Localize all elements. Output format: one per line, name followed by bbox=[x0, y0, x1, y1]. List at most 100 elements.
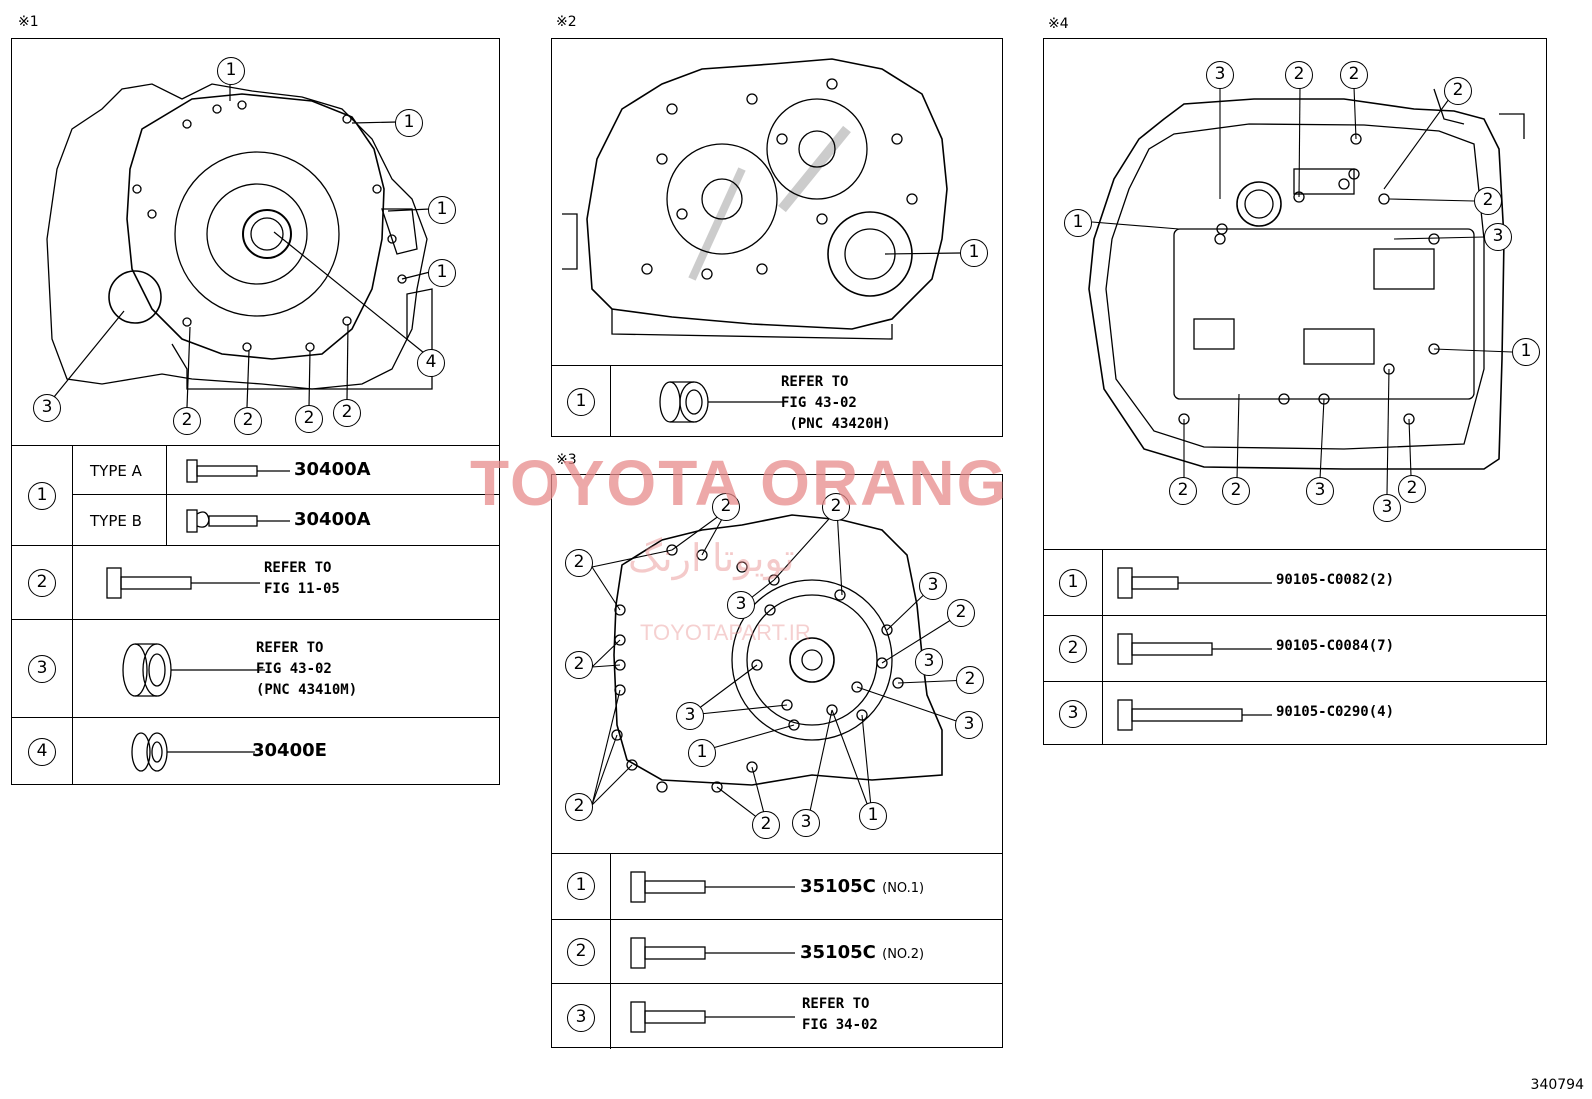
part-number-90105-c0290: 90105-C0290(4) bbox=[1276, 704, 1395, 720]
callout-s1-2d: 2 bbox=[333, 399, 361, 427]
refer-text-s2-1: REFER TO FIG 43-02 (PNC 43420H) bbox=[781, 374, 891, 432]
valve-body-drawing-4 bbox=[1088, 86, 1525, 495]
callout-s4-2b: 2 bbox=[1340, 61, 1368, 89]
callout-s3-2d: 2 bbox=[947, 599, 975, 627]
callout-s4-2g: 2 bbox=[1398, 475, 1426, 503]
callout-s3-2a: 2 bbox=[565, 549, 593, 577]
callout-s3-2e: 2 bbox=[565, 651, 593, 679]
watermark-persian: تویوتا ارنگ bbox=[628, 538, 795, 580]
callout-s4-2c: 2 bbox=[1444, 77, 1472, 105]
legend-num-s2-1: 1 bbox=[567, 388, 595, 416]
bolt-icon bbox=[1117, 567, 1272, 599]
bolt-icon bbox=[630, 1001, 795, 1033]
legend-num-s3-2: 2 bbox=[567, 938, 595, 966]
legend-row-3: 3 REFER TO FIG 43-02 (PNC 43410M) bbox=[12, 619, 499, 717]
callout-s1-2a: 2 bbox=[173, 407, 201, 435]
callout-s1-4: 4 bbox=[417, 349, 445, 377]
part-number-90105-c0084: 90105-C0084(7) bbox=[1276, 638, 1395, 654]
callout-s3-1a: 1 bbox=[688, 739, 716, 767]
callout-s4-2d: 2 bbox=[1474, 187, 1502, 215]
legend-row-4: 4 30400E bbox=[12, 717, 499, 785]
callout-s4-3b: 3 bbox=[1484, 223, 1512, 251]
callout-s3-3a: 3 bbox=[919, 572, 947, 600]
legend-row-s3-3: 3 REFER TO FIG 34-02 bbox=[552, 983, 1002, 1049]
callout-s3-2g: 2 bbox=[565, 793, 593, 821]
legend-row-s2-1: 1 REFER TO FIG 43-02 (PNC 43420H) bbox=[552, 365, 1002, 437]
legend-num-s4-1: 1 bbox=[1059, 569, 1087, 597]
callout-s1-2c: 2 bbox=[295, 405, 323, 433]
legend-row-s4-3: 3 90105-C0290(4) bbox=[1044, 681, 1546, 745]
callout-s1-1b: 1 bbox=[395, 109, 423, 137]
legend-num-4: 4 bbox=[28, 738, 56, 766]
legend-row-s3-2: 2 35105C (NO.2) bbox=[552, 919, 1002, 983]
callout-s4-3c: 3 bbox=[1306, 477, 1334, 505]
legend-num-2: 2 bbox=[28, 569, 56, 597]
legend-num-s4-3: 3 bbox=[1059, 700, 1087, 728]
legend-num-1: 1 bbox=[28, 482, 56, 510]
transaxle-housing-drawing-2 bbox=[562, 58, 961, 340]
callout-s3-3f: 3 bbox=[792, 809, 820, 837]
part-number-35105c-no1: 35105C (NO.1) bbox=[800, 876, 925, 897]
transaxle-housing-drawing-1 bbox=[46, 83, 433, 408]
legend-row-2: 2 REFER TO FIG 11-05 bbox=[12, 545, 499, 619]
legend-row-s3-1: 1 35105C (NO.1) bbox=[552, 853, 1002, 919]
callout-s1-3: 3 bbox=[33, 394, 61, 422]
watermark-text: TOYOTA ORANG bbox=[470, 447, 1009, 519]
bolt-icon bbox=[1117, 633, 1272, 665]
callout-s3-3d: 3 bbox=[676, 702, 704, 730]
panel-section-3: 2 2 2 3 3 3 2 2 3 2 3 2 2 1 1 3 1 35105C… bbox=[551, 474, 1003, 1049]
part-number-30400a-type-b: 30400A bbox=[294, 509, 371, 530]
callout-s4-3d: 3 bbox=[1373, 494, 1401, 522]
callout-s3-3c: 3 bbox=[915, 648, 943, 676]
callout-s1-1c: 1 bbox=[428, 196, 456, 224]
legend-row-s4-1: 1 90105-C0082(2) bbox=[1044, 549, 1546, 615]
callout-s3-2c: 2 bbox=[822, 493, 850, 521]
type-b-label: TYPE B bbox=[90, 512, 142, 530]
oil-seal-icon bbox=[659, 381, 784, 423]
bolt-icon bbox=[106, 567, 260, 599]
callout-s4-2a: 2 bbox=[1285, 61, 1313, 89]
panel-section-2: 1 1 REFER TO FIG 43-02 (PNC 43420H) bbox=[551, 38, 1003, 437]
legend-row-s4-2: 2 90105-C0084(7) bbox=[1044, 615, 1546, 681]
part-number-35105c-no2: 35105C (NO.2) bbox=[800, 942, 925, 963]
callout-s3-2b: 2 bbox=[712, 493, 740, 521]
bolt-icon bbox=[630, 937, 795, 969]
callout-s1-1a: 1 bbox=[217, 57, 245, 85]
refer-text-s1-3: REFER TO FIG 43-02 (PNC 43410M) bbox=[256, 640, 358, 698]
legend-num-s3-3: 3 bbox=[567, 1004, 595, 1032]
section-label-4: ※4 bbox=[1048, 16, 1069, 32]
transaxle-cover-drawing-3 bbox=[591, 509, 971, 826]
bolt-icon bbox=[630, 871, 795, 903]
legend-num-3: 3 bbox=[28, 655, 56, 683]
part-number-30400e: 30400E bbox=[252, 740, 327, 761]
refer-text-s3-3: REFER TO FIG 34-02 bbox=[802, 996, 878, 1033]
callout-s1-1d: 1 bbox=[428, 259, 456, 287]
callout-s1-2b: 2 bbox=[234, 407, 262, 435]
bolt-icon bbox=[186, 459, 290, 533]
legend-row-1: 1 TYPE A TYPE B 30400A 30400A bbox=[12, 445, 499, 545]
legend-num-s4-2: 2 bbox=[1059, 635, 1087, 663]
refer-text-s1-2: REFER TO FIG 11-05 bbox=[264, 560, 340, 597]
callout-s3-2f: 2 bbox=[956, 666, 984, 694]
callout-s4-3a: 3 bbox=[1206, 61, 1234, 89]
type-a-label: TYPE A bbox=[90, 462, 142, 480]
callout-s3-3e: 3 bbox=[955, 711, 983, 739]
panel-section-1: 1 1 1 1 4 3 2 2 2 2 1 TYPE A TYPE B 3040… bbox=[11, 38, 500, 785]
callout-s3-2h: 2 bbox=[752, 811, 780, 839]
legend-num-s3-1: 1 bbox=[567, 872, 595, 900]
watermark-url: TOYOTAPART.IR bbox=[640, 620, 811, 645]
oil-seal-icon bbox=[122, 643, 265, 697]
callout-s4-1a: 1 bbox=[1064, 209, 1092, 237]
oil-seal-icon bbox=[131, 732, 255, 772]
section-label-2: ※2 bbox=[556, 14, 577, 30]
bolt-icon bbox=[1117, 699, 1272, 731]
section-label-3: ※3 bbox=[556, 452, 577, 468]
callout-s3-1b: 1 bbox=[859, 802, 887, 830]
diagram-code: 340794 bbox=[1530, 1077, 1584, 1093]
part-number-30400a-type-a: 30400A bbox=[294, 459, 371, 480]
callout-s3-3b: 3 bbox=[727, 591, 755, 619]
callout-s4-2f: 2 bbox=[1222, 477, 1250, 505]
panel-section-4: 3 2 2 2 1 2 3 1 2 2 3 3 2 1 90105-C0082(… bbox=[1043, 38, 1547, 745]
part-number-90105-c0082: 90105-C0082(2) bbox=[1276, 572, 1395, 588]
section-label-1: ※1 bbox=[18, 14, 39, 30]
